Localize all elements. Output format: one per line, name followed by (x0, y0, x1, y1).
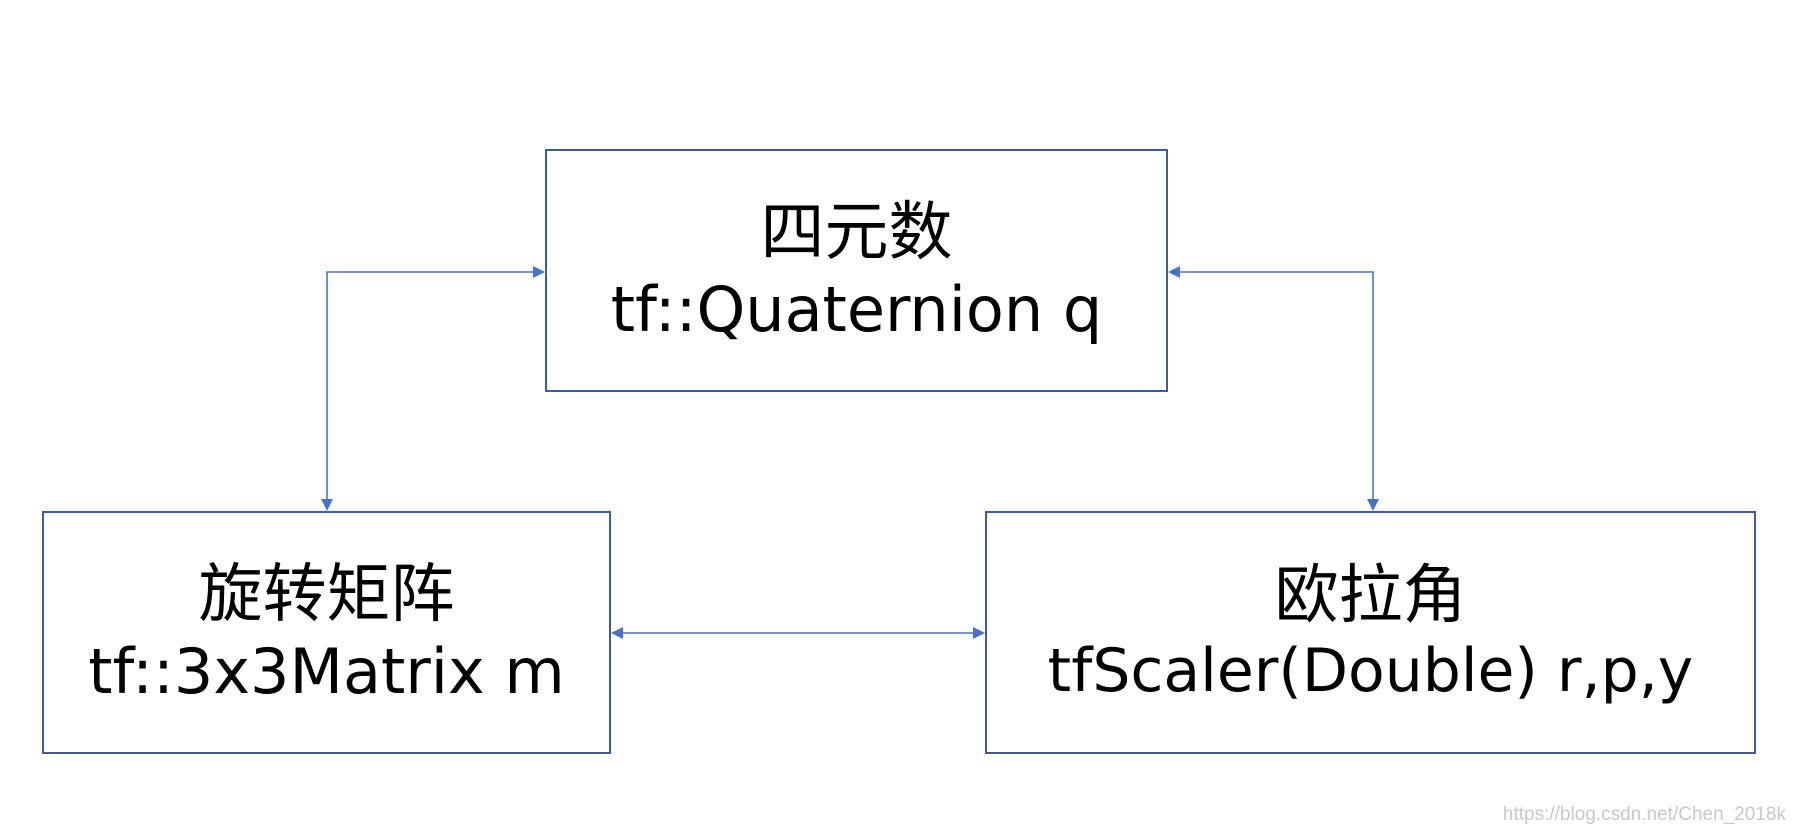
rotation-matrix-box: 旋转矩阵 tf::3x3Matrix m (42, 511, 611, 754)
rotation-matrix-type-label: tf::3x3Matrix m (88, 634, 565, 708)
euler-angles-title: 欧拉角 (1274, 558, 1467, 633)
quaternion-type-label: tf::Quaternion q (610, 272, 1103, 346)
rotation-matrix-title: 旋转矩阵 (198, 557, 455, 632)
watermark-text: https://blog.csdn.net/Chen_2018k (1502, 804, 1786, 825)
euler-angles-box: 欧拉角 tfScaler(Double) r,p,y (985, 511, 1756, 754)
euler-angles-type-label: tfScaler(Double) r,p,y (1047, 635, 1694, 706)
quaternion-box: 四元数 tf::Quaternion q (545, 149, 1168, 392)
connector-quaternion-euler (1168, 266, 1379, 511)
connector-quaternion-rotation (321, 266, 545, 511)
quaternion-title: 四元数 (760, 195, 953, 270)
